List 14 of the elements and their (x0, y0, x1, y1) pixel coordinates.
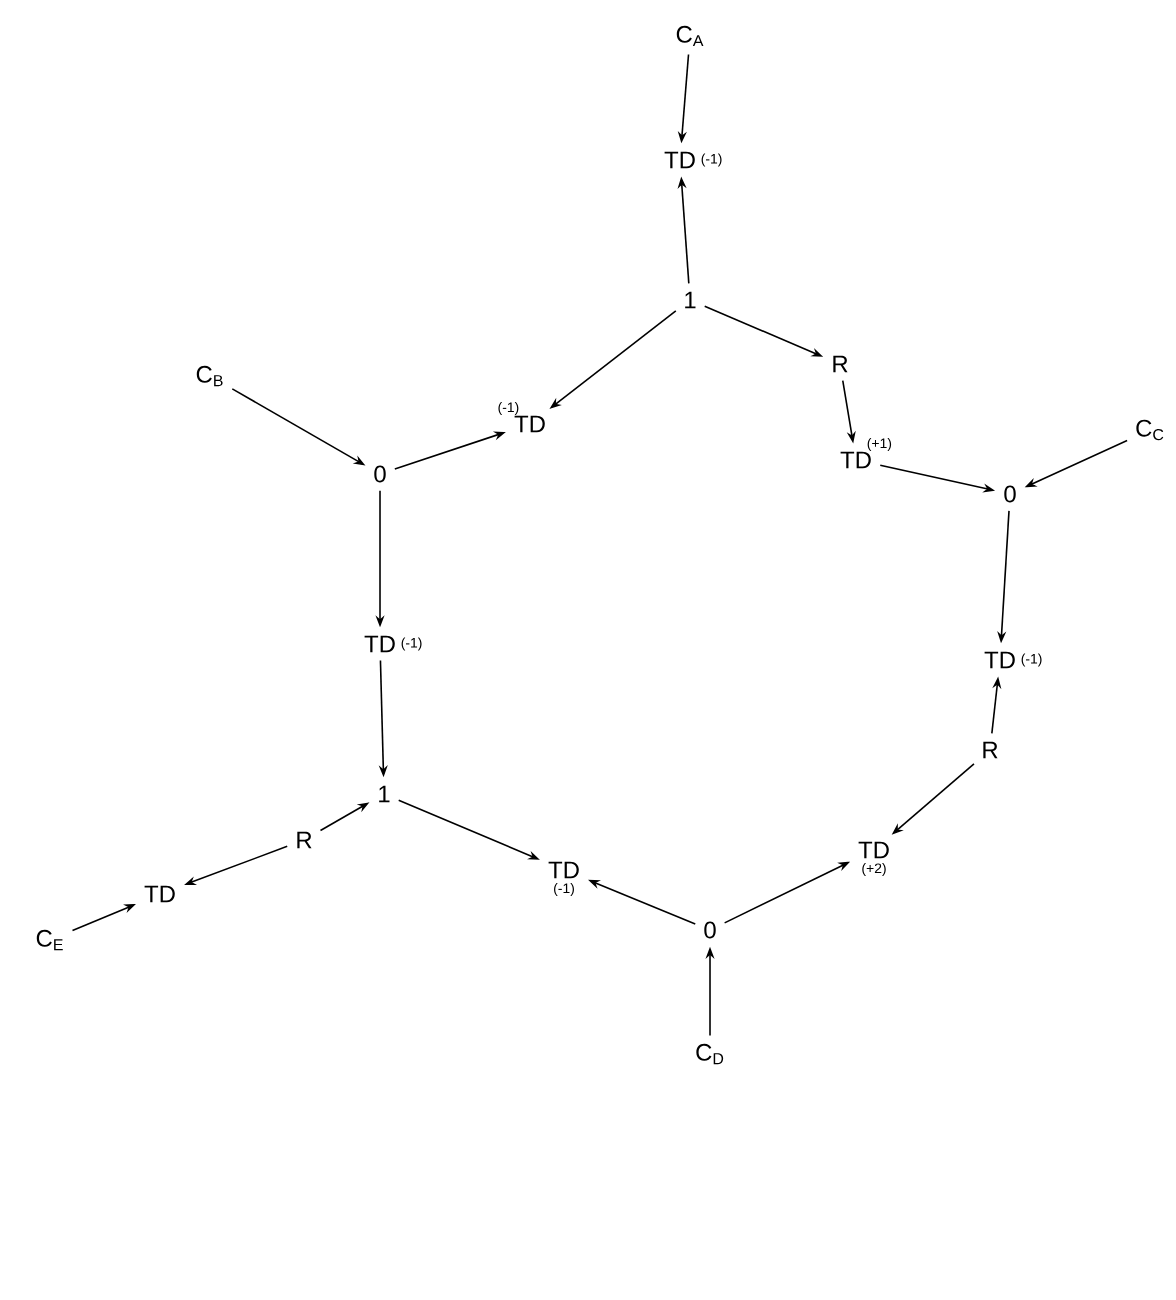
bond-graph-element: R (833, 355, 848, 373)
bond-graph-element: R (297, 831, 312, 849)
bond-graph-element: 1 (379, 785, 390, 803)
bond-graph-element: R (983, 741, 998, 759)
bond-graph-element: 0 (704, 921, 716, 939)
bond-graph-element: 0 (1004, 485, 1016, 503)
bond-graph-element: C$_{C}$ (1136, 419, 1164, 441)
bond-graph-element: C$_{B}$ (196, 365, 223, 387)
bond-graph-element: 0 (374, 465, 386, 483)
bond-graph-element: C$_{D}$ (696, 1043, 724, 1065)
bond-graph-element: C$_{A}$ (676, 25, 704, 47)
bond-graph-element: 1 (685, 291, 696, 309)
bond-graph-element: C$_{E}$ (36, 929, 63, 951)
bond-graph-element: TD (144, 885, 175, 903)
